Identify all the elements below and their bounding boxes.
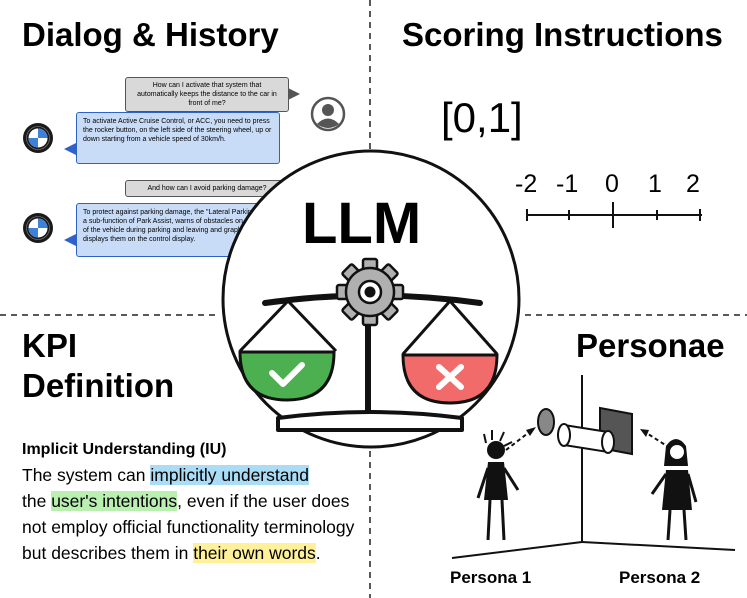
accept-pan-icon (238, 350, 336, 402)
user-bubble-tail (288, 88, 300, 100)
persona-2-label: Persona 2 (619, 568, 701, 587)
llm-label: LLM (302, 191, 422, 256)
gear-icon (335, 257, 405, 327)
scale-tick-label: -1 (556, 170, 579, 198)
kpi-highlight-intentions: user's intentions (51, 491, 178, 511)
dialog-history-title: Dialog & History (22, 16, 279, 53)
kpi-highlight-implicit: implicitly understand (150, 465, 309, 485)
kpi-text-part: , even if the user does not employ offic… (22, 491, 355, 563)
scoring-range-label: [0,1] (441, 94, 523, 141)
scoring-scale-axis (526, 202, 702, 228)
bot-bubble-tail (64, 143, 76, 155)
persona-2-figure (650, 439, 698, 541)
kpi-definition-text: The system can implicitly understand the… (22, 462, 362, 566)
user-avatar-icon (310, 96, 346, 132)
scoring-instructions-title: Scoring Instructions (402, 16, 723, 53)
kpi-highlight-own-words: their own words (193, 543, 316, 563)
kpi-heading: Implicit Understanding (IU) (22, 441, 227, 458)
bot-bubble-tail (64, 234, 76, 246)
dialog-user-message-1: How can I activate that system that auto… (125, 77, 289, 112)
scale-tick-label: 2 (686, 170, 700, 198)
personae-illustration (451, 375, 736, 559)
kpi-title-line2: Definition (22, 367, 175, 404)
kpi-text-part: The system can (22, 465, 151, 485)
bmw-logo-icon (23, 123, 53, 153)
scale-tick-label: 0 (605, 170, 619, 198)
bmw-logo-icon (23, 213, 53, 243)
kpi-text-part: . (315, 543, 321, 563)
scale-tick-label: -2 (515, 170, 538, 198)
persona-1-label: Persona 1 (450, 568, 532, 587)
kpi-title-line1: KPI (22, 327, 78, 364)
kpi-text-part: the (22, 491, 52, 511)
dialog-assistant-message-1: To activate Active Cruise Control, or AC… (76, 112, 280, 164)
reject-pan-icon (401, 353, 499, 405)
scale-tick-label: 1 (648, 170, 662, 198)
persona-1-figure (476, 430, 520, 541)
personae-title: Personae (576, 327, 725, 364)
